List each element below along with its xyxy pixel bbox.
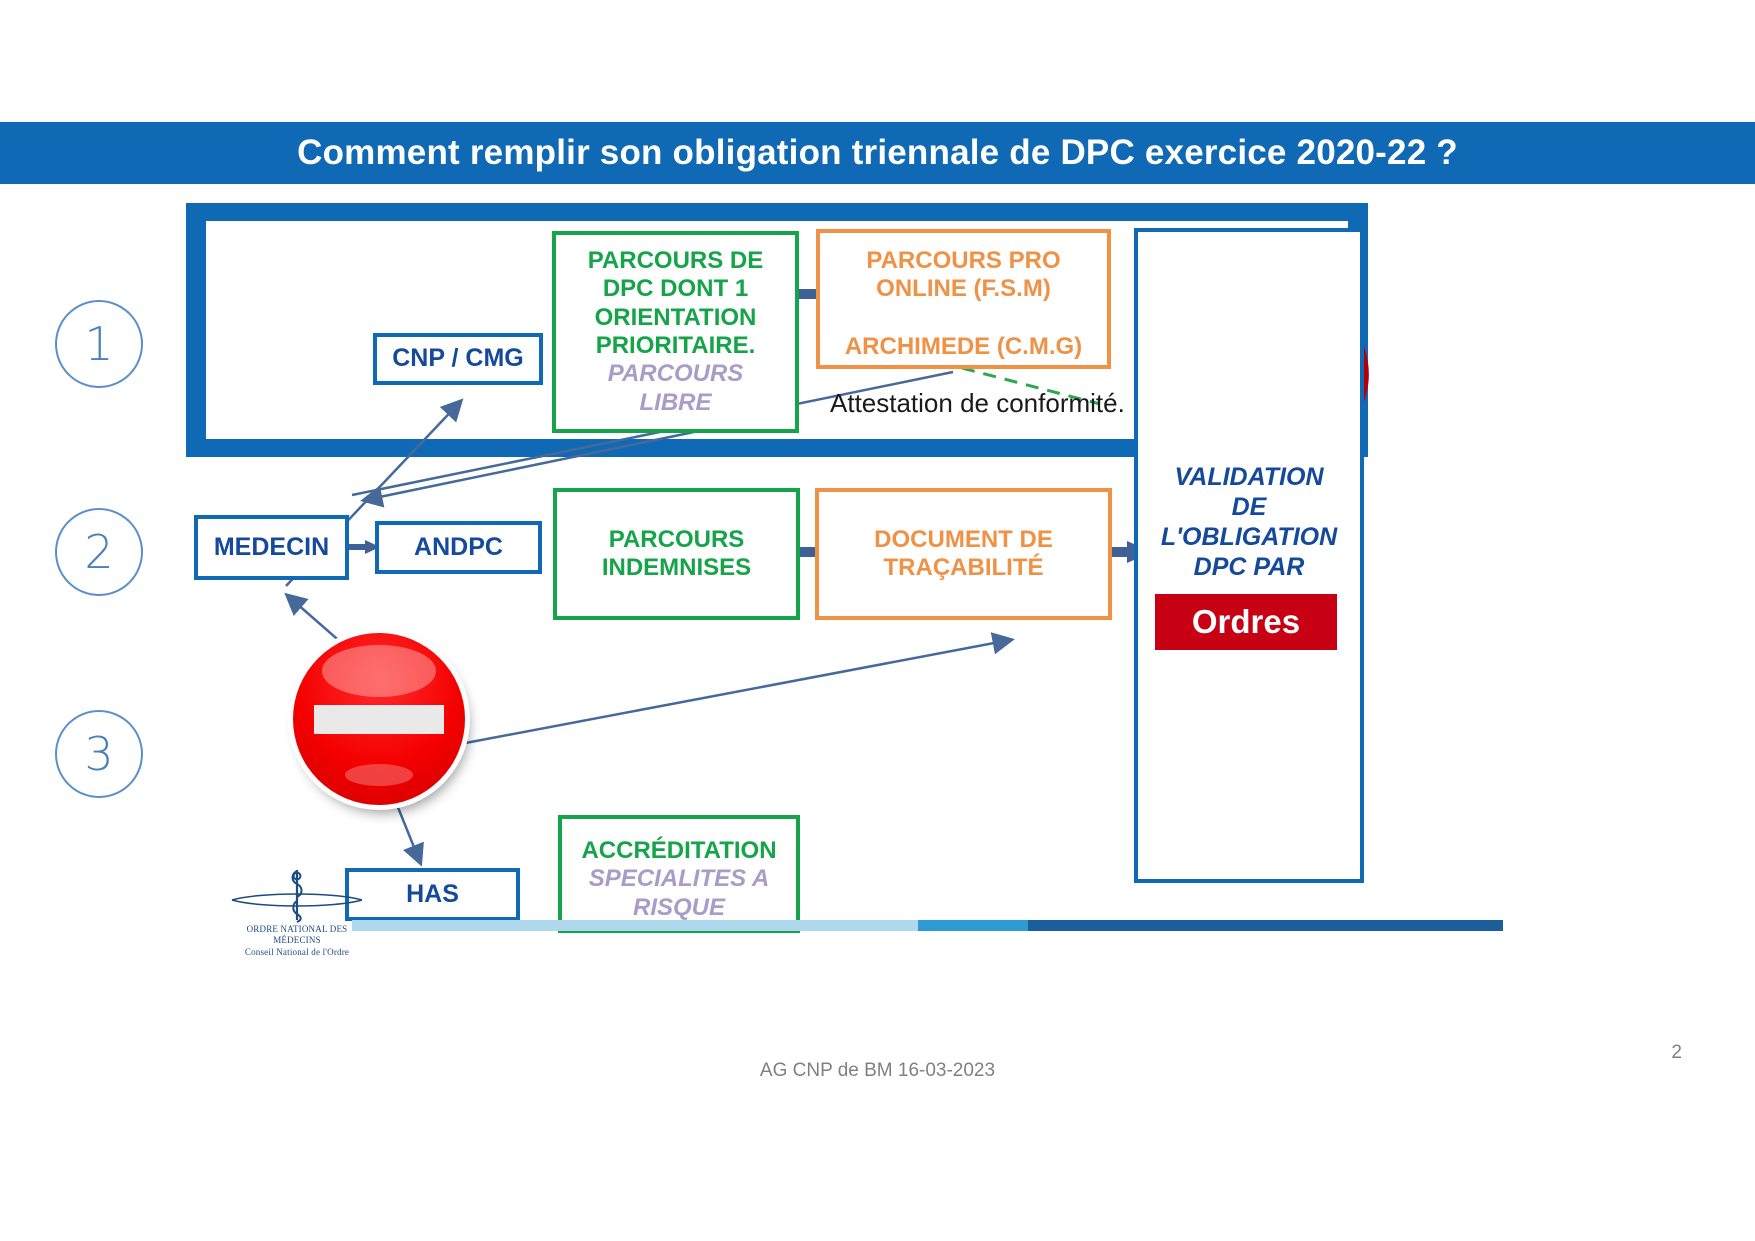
document-tracabilite-line1: DOCUMENT DE bbox=[874, 525, 1053, 553]
caduceus-icon bbox=[231, 870, 363, 923]
validation-line1: VALIDATION bbox=[1174, 463, 1324, 491]
footer-note: AG CNP de BM 16-03-2023 bbox=[759, 1060, 996, 1081]
ordres-badge[interactable]: Ordres bbox=[1155, 594, 1337, 650]
accreditation-line1: ACCRÉDITATION bbox=[581, 837, 777, 864]
box-cnp-cmg[interactable]: CNP / CMG bbox=[373, 333, 543, 385]
parcours-indemnises-line1: PARCOURS bbox=[608, 525, 745, 553]
no-entry-gloss-bottom bbox=[344, 763, 414, 787]
no-entry-bar bbox=[313, 705, 445, 735]
box-parcours-pro-online[interactable]: PARCOURS PRO ONLINE (F.S.M) ARCHIMEDE (C… bbox=[816, 229, 1111, 369]
box-validation-obligation[interactable] bbox=[1134, 228, 1364, 883]
step-number-3: 3 bbox=[55, 710, 143, 798]
archimede-label: ARCHIMEDE (C.M.G) bbox=[844, 332, 1083, 360]
parcours-libre-line2: LIBRE bbox=[639, 388, 712, 416]
parcours-dpc-line2: DPC DONT 1 bbox=[602, 275, 749, 303]
accreditation-sub1: SPECIALITES A bbox=[588, 865, 770, 893]
box-cnp-cmg-label: CNP / CMG bbox=[392, 344, 524, 373]
step-number-1: 1 bbox=[55, 300, 143, 388]
ordres-badge-label: Ordres bbox=[1191, 603, 1301, 640]
box-has[interactable]: HAS bbox=[345, 868, 520, 921]
box-medecin[interactable]: MEDECIN bbox=[194, 515, 349, 580]
box-parcours-indemnises[interactable]: PARCOURS INDEMNISES bbox=[553, 488, 800, 620]
box-parcours-dpc[interactable]: PARCOURS DE DPC DONT 1 ORIENTATION PRIOR… bbox=[552, 231, 799, 433]
no-entry-gloss-top bbox=[322, 645, 436, 697]
box-andpc[interactable]: ANDPC bbox=[375, 521, 542, 574]
parcours-dpc-line4: PRIORITAIRE. bbox=[595, 332, 756, 359]
ribbon-light bbox=[352, 920, 918, 931]
slide-title-bar: Comment remplir son obligation triennale… bbox=[0, 122, 1755, 184]
page-number: 2 bbox=[1671, 1042, 1682, 1063]
logo-caption-line2: Conseil National de l'Ordre bbox=[244, 946, 350, 957]
document-tracabilite-line2: TRAÇABILITÉ bbox=[883, 554, 1044, 581]
ribbon-dark bbox=[1028, 920, 1503, 931]
box-has-label: HAS bbox=[406, 879, 459, 908]
box-medecin-label: MEDECIN bbox=[213, 532, 330, 561]
parcours-libre-line1: PARCOURS bbox=[607, 360, 744, 388]
logo-caption: ORDRE NATIONAL DES MÉDECINS Conseil Nati… bbox=[222, 924, 372, 958]
logo-caption-line1: ORDRE NATIONAL DES MÉDECINS bbox=[246, 924, 348, 946]
box-andpc-label: ANDPC bbox=[414, 532, 503, 561]
parcours-dpc-line1: PARCOURS DE bbox=[587, 247, 764, 275]
parcours-pro-line2: ONLINE (F.S.M) bbox=[876, 275, 1051, 303]
validation-line4: DPC PAR bbox=[1193, 553, 1305, 581]
no-entry-icon bbox=[293, 633, 465, 805]
accreditation-sub2: RISQUE bbox=[632, 893, 725, 921]
ordre-national-logo: ORDRE NATIONAL DES MÉDECINS Conseil Nati… bbox=[222, 868, 372, 957]
parcours-indemnises-line2: INDEMNISES bbox=[601, 554, 752, 581]
page-title: Comment remplir son obligation triennale… bbox=[297, 133, 1458, 172]
attestation-conformite-label: Attestation de conformité. bbox=[830, 388, 1125, 418]
box-accreditation[interactable]: ACCRÉDITATION SPECIALITES A RISQUE bbox=[558, 815, 800, 933]
box-document-tracabilite[interactable]: DOCUMENT DE TRAÇABILITÉ bbox=[815, 488, 1112, 620]
validation-line3: L'OBLIGATION bbox=[1160, 523, 1338, 551]
parcours-pro-line1: PARCOURS PRO bbox=[866, 247, 1061, 274]
step-number-2: 2 bbox=[55, 508, 143, 596]
ribbon-mid bbox=[918, 920, 1028, 931]
validation-text: VALIDATION DE L'OBLIGATION DPC PAR bbox=[1140, 462, 1358, 582]
validation-line2: DE bbox=[1231, 493, 1267, 521]
parcours-dpc-line3: ORIENTATION bbox=[594, 303, 757, 331]
